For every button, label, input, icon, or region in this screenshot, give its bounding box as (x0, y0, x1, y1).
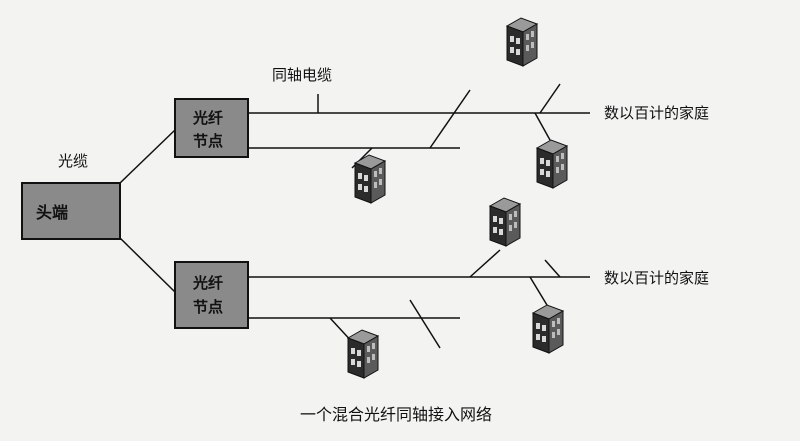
house-icon (506, 17, 538, 67)
headend-box: 头端 (21, 182, 121, 240)
fiber-node-bottom-line2: 节点 (193, 298, 223, 316)
diagram-caption: 一个混合光纤同轴接入网络 (300, 405, 492, 424)
fiber-cable-bottom (119, 237, 176, 293)
house-icon (489, 197, 521, 247)
houses (347, 17, 568, 379)
house-icon (532, 304, 564, 354)
fiber-node-top-line2: 节点 (193, 132, 223, 150)
house-icon (354, 154, 386, 204)
coax-network-bottom (248, 249, 590, 349)
fiber-node-bottom: 光纤 节点 (174, 261, 249, 329)
fiber-node-top: 光纤 节点 (174, 98, 249, 158)
headend-label: 头端 (36, 203, 68, 222)
house-icon (347, 329, 379, 379)
fiber-cable-label: 光缆 (58, 152, 88, 170)
coax-network-top (248, 83, 590, 169)
fiber-node-bottom-line1: 光纤 (192, 274, 223, 292)
house-icon (536, 139, 568, 189)
coax-cable-label: 同轴电缆 (272, 66, 332, 84)
homes-top-label: 数以百计的家庭 (604, 104, 709, 122)
homes-bottom-label: 数以百计的家庭 (604, 269, 709, 287)
fiber-node-top-line1: 光纤 (192, 109, 223, 127)
